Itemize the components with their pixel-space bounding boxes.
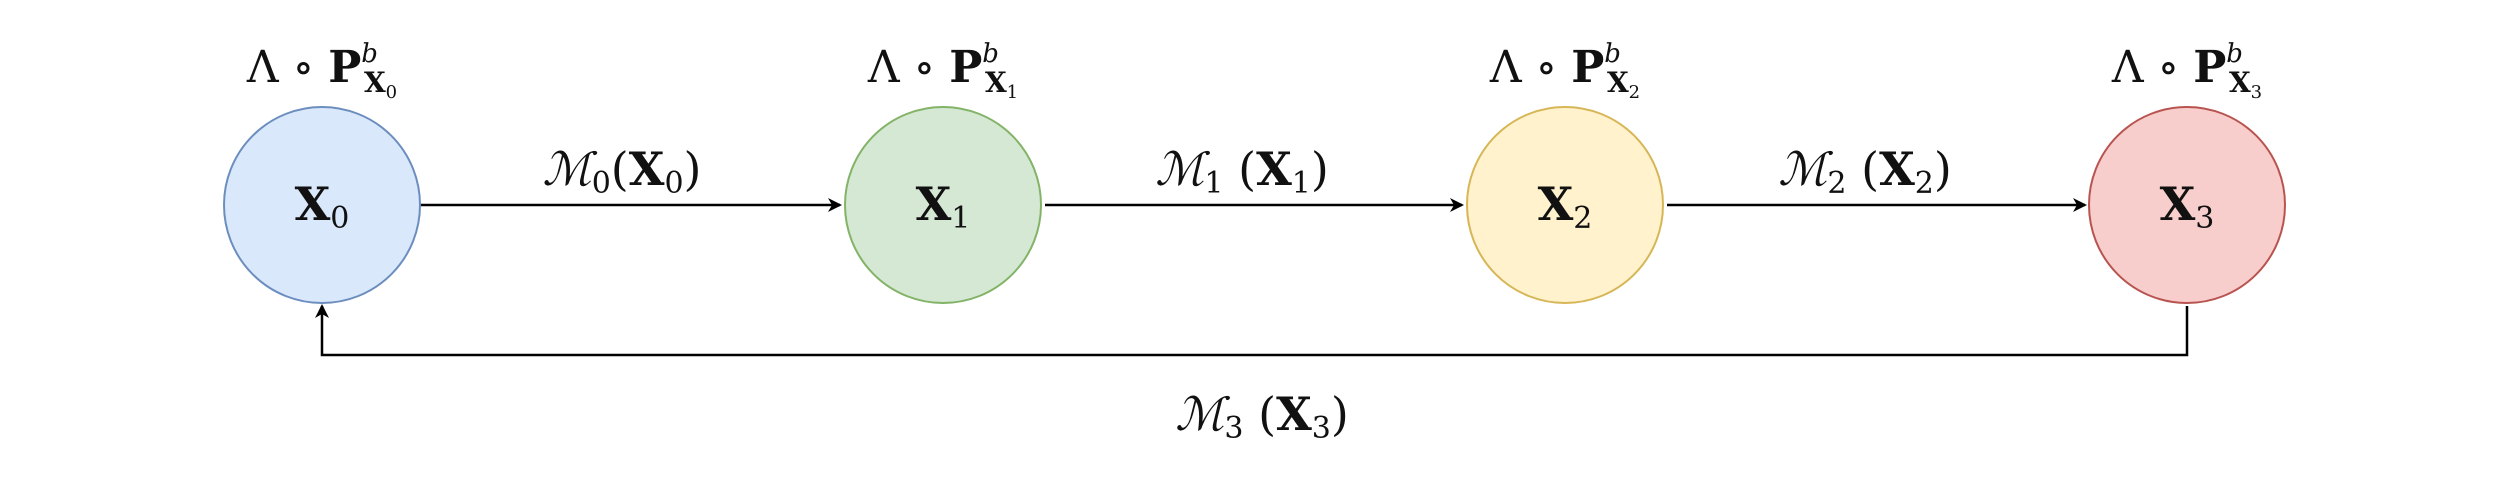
edge-labels: ℳ0(X0) ℳ1 (X1) ℳ2 (X2) ℳ3 (X3) <box>543 142 1952 446</box>
node-label-x1: X1 <box>916 177 971 236</box>
node-label-x3: X3 <box>2160 177 2215 236</box>
edge-label-m2: ℳ2 (X2) <box>1778 142 1952 201</box>
edges <box>315 198 2189 357</box>
node-circle-x0 <box>223 106 421 304</box>
node-label-x2: X2 <box>1538 177 1593 236</box>
edge-x3-to-x0 <box>315 304 2189 357</box>
node-label-x0: X0 <box>295 177 350 236</box>
edge-label-m0: ℳ0(X0) <box>543 142 702 201</box>
node-circle-x2 <box>1466 106 1664 304</box>
edge-label-m3: ℳ3 (X3) <box>1175 387 1349 446</box>
edge-label-m1: ℳ1 (X1) <box>1155 142 1329 201</box>
node-circle-x3 <box>2088 106 2286 304</box>
node-circle-x1 <box>844 106 1042 304</box>
node-x0: X0 <box>223 106 421 304</box>
node-x3: X3 <box>2088 106 2286 304</box>
node-x1: X1 <box>844 106 1042 304</box>
node-x2: X2 <box>1466 106 1664 304</box>
